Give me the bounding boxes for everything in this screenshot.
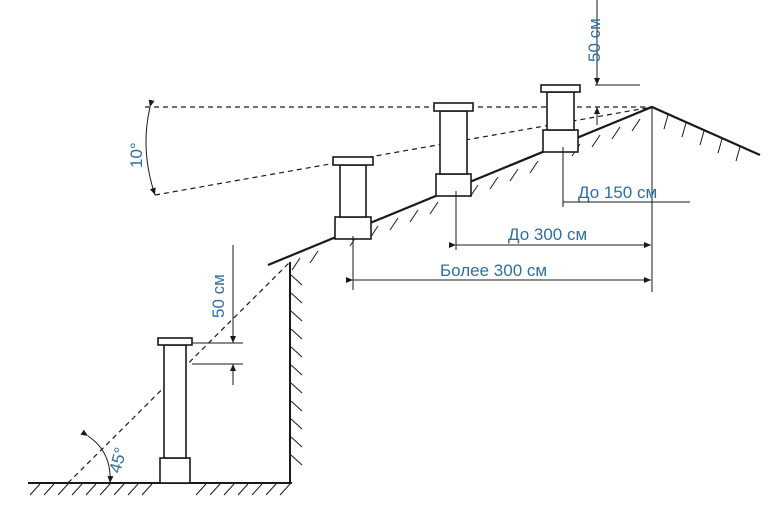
angle-10-label: 10°	[127, 142, 146, 168]
chimney-middle	[433, 102, 474, 197]
distance-300-label: До 300 см	[508, 225, 587, 244]
dimension-lines	[80, 0, 690, 484]
low-clearance-label: 50 см	[209, 274, 228, 318]
chimney-far	[332, 156, 374, 240]
ground	[28, 482, 292, 496]
chimney-ground	[157, 337, 193, 484]
distance-more-300-label: Более 300 см	[440, 261, 547, 280]
distance-150-label: До 150 см	[578, 183, 657, 202]
top-clearance-label: 50 см	[585, 18, 604, 62]
chimney-near	[540, 84, 581, 153]
angle-45-label: 45°	[106, 445, 131, 475]
house-wall	[289, 262, 303, 483]
